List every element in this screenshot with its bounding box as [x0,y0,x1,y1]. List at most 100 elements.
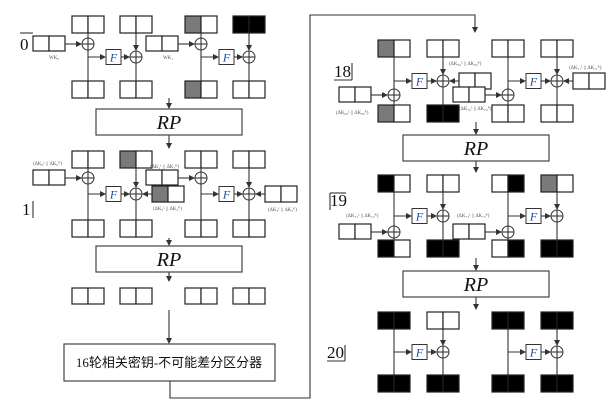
r18-bottom-0-right [393,104,411,123]
f-function-label: F [222,51,231,65]
rp-box-3 [402,134,550,162]
r18-bottom-2-left [491,104,509,123]
rp-box-1 [95,108,243,136]
f-function-label: F [222,188,231,202]
key-label-r1-2: (ΔK₂ᴸ || ΔK₂ᴿ) [153,206,182,212]
r19-bottom-2-right [507,239,525,258]
r19-top-2-left [491,174,509,193]
r20-bottom-2-right [507,374,525,393]
r20-bottom-1-left [426,374,444,393]
r1-key-1-right [167,185,185,203]
r19-top-1-left [426,174,444,193]
r1-key-1-left [151,185,169,203]
r1-top-2-right [200,150,218,169]
key-label-r1-0: (ΔK₀ᴸ || ΔK₀ᴿ) [33,161,62,167]
f-function-label: F [109,51,118,65]
r18-key-3-right [588,72,606,90]
r1-top-2-left [184,150,202,169]
after-rp-0-left [71,287,89,305]
r20-top-1-left [426,311,444,330]
after-rp-0-right [87,287,105,305]
r1-top-1-right [135,150,153,169]
round-label-18: 18 [334,62,351,81]
r20-bottom-0-right [393,374,411,393]
r20-bottom-3-right [556,374,574,393]
r0-bottom-2-right [200,80,218,99]
r0-top-0-right [87,15,105,34]
after-rp-1-left [119,287,137,305]
r20-top-2-right [507,311,525,330]
r18-bottom-0-left [377,104,395,123]
distinguisher-label: 16轮相关密钥-不可能差分区分器 [76,355,262,370]
r18-top-1-right [442,39,460,58]
r20-bottom-3-left [540,374,558,393]
r18-top-3-right [556,39,574,58]
r19-key-2-left [452,223,470,240]
r18-top-0-left [377,39,395,58]
distinguisher-box [63,343,276,382]
r19-top-1-right [442,174,460,193]
after-rp-3-left [232,287,250,305]
r18-bottom-1-left [426,104,444,123]
r0-top-3-right [248,15,266,34]
r20-bottom-0-left [377,374,395,393]
connector-line [169,14,478,399]
r20-top-3-left [540,311,558,330]
r19-top-3-right [556,174,574,193]
f-function-label: F [415,75,424,89]
r18-top-3-left [540,39,558,58]
key-label-r19-0: (ΔK₇₂ᴸ || ΔK₇₂ᴿ) [346,213,379,219]
r0-bottom-0-left [71,80,89,99]
r19-bottom-2-left [491,239,509,258]
rp-label-2: RP [156,249,181,271]
r18-bottom-3-right [556,104,574,123]
r1-bottom-0-right [87,219,105,238]
f-function-label: F [529,346,538,360]
r19-bottom-1-left [426,239,444,258]
r18-key-2-left [452,86,470,103]
r20-top-3-right [556,311,574,330]
r20-top-1-right [442,311,460,330]
r18-bottom-1-right [442,104,460,123]
r20-bottom-1-right [442,374,460,393]
r1-bottom-1-right [135,219,153,238]
r0-top-3-left [232,15,250,34]
r20-top-0-left [377,311,395,330]
r18-bottom-3-left [540,104,558,123]
r1-top-0-right [87,150,105,169]
r19-top-3-left [540,174,558,193]
r1-top-3-left [232,150,250,169]
r0-top-2-left [184,15,202,34]
r0-bottom-1-left [119,80,137,99]
rp-box-4 [402,270,550,298]
key-label-r19-1: (ΔK₇₃ᴸ || ΔK₇₃ᴿ) [457,213,490,219]
r18-key-2-right [468,86,486,103]
r18-top-1-left [426,39,444,58]
rp-label-1: RP [156,112,181,134]
r19-key-0-right [354,223,372,240]
r0-top-0-left [71,15,89,34]
r0-key-0-right [48,35,66,52]
r1-top-1-left [119,150,137,169]
r0-top-2-right [200,15,218,34]
key-label-r18-2: (ΔK₇₀ᴸ || ΔK₇₀ᴿ) [459,106,492,112]
r0-key-0-left [32,35,50,52]
after-rp-3-right [248,287,266,305]
r19-bottom-3-left [540,239,558,258]
rp-label-4: RP [463,274,488,296]
round-label-1: 1 [22,200,31,219]
r1-bottom-2-right [200,219,218,238]
r18-key-0-left [338,86,356,103]
key-label-wk0: WK₀ [49,56,59,61]
r18-top-2-left [491,39,509,58]
r20-top-2-left [491,311,509,330]
r18-bottom-2-right [507,104,525,123]
r19-top-0-right [393,174,411,193]
round-label-0: 0 [20,35,29,54]
r19-bottom-1-right [442,239,460,258]
r1-bottom-0-left [71,219,89,238]
rp-label-3: RP [463,138,488,160]
key-label-r1-1: (ΔK₁ᴸ || ΔK₁ᴿ) [150,164,179,170]
r1-key-2-left [145,169,163,186]
